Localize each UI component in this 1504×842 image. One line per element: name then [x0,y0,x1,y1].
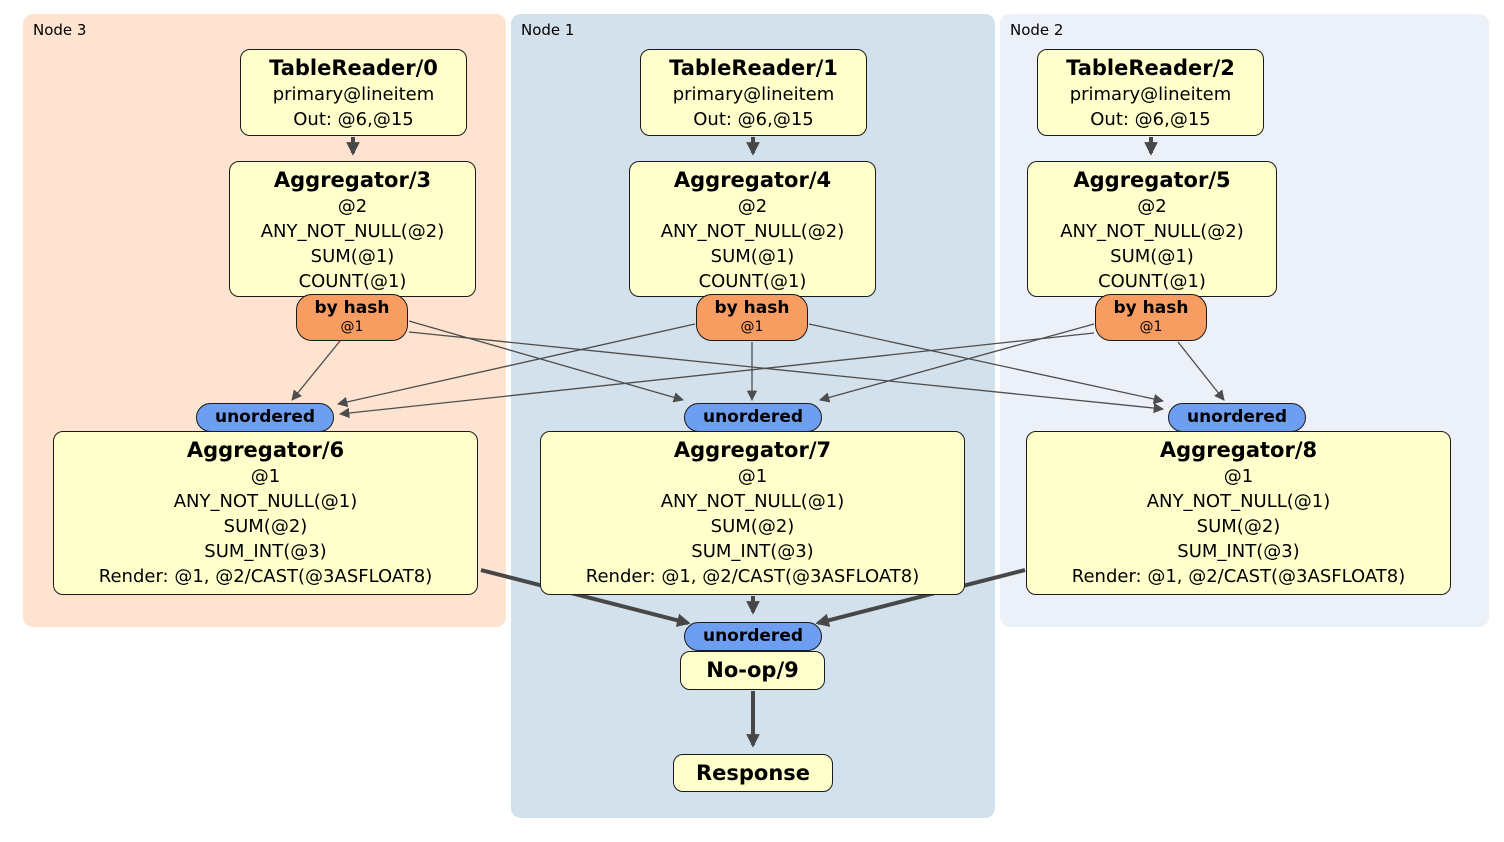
processor-detail: ANY_NOT_NULL(@2) [660,221,845,242]
processor-detail: Out: @6,@15 [293,109,414,130]
processor-title: Aggregator/3 [273,168,432,192]
processor-detail: COUNT(@1) [1098,271,1206,292]
processor-tablereader-2: TableReader/2 primary@lineitem Out: @6,@… [1037,49,1264,136]
processor-aggregator-3: Aggregator/3 @2 ANY_NOT_NULL(@2) SUM(@1)… [229,161,476,297]
processor-detail: @2 [737,196,768,217]
node-panel-1-label: Node 1 [521,21,575,39]
unordered-sync-6: unordered [196,403,334,432]
router-detail: @1 [740,319,764,335]
hash-router-5: by hash @1 [1095,294,1207,341]
processor-detail: Out: @6,@15 [693,109,814,130]
processor-detail: @1 [737,466,768,487]
processor-detail: COUNT(@1) [698,271,807,292]
processor-detail: Render: @1, @2/CAST(@3ASFLOAT8) [98,566,433,587]
router-label: by hash [1113,298,1189,318]
processor-aggregator-4: Aggregator/4 @2 ANY_NOT_NULL(@2) SUM(@1)… [629,161,876,297]
processor-title: Aggregator/7 [673,438,832,462]
processor-detail: SUM_INT(@3) [204,541,327,562]
processor-title: TableReader/2 [1066,56,1235,80]
processor-title: No-op/9 [706,658,799,682]
processor-detail: primary@lineitem [272,84,435,105]
router-label: by hash [314,298,390,318]
processor-detail: ANY_NOT_NULL(@1) [660,491,845,512]
processor-detail: Out: @6,@15 [1090,109,1211,130]
node-panel-2-label: Node 2 [1010,21,1064,39]
processor-title: Response [695,760,811,785]
processor-detail: SUM(@2) [223,516,308,537]
processor-detail: primary@lineitem [1069,84,1232,105]
processor-detail: Render: @1, @2/CAST(@3ASFLOAT8) [1071,566,1406,587]
processor-detail: @2 [1137,196,1167,217]
unordered-sync-7: unordered [684,403,822,432]
processor-detail: ANY_NOT_NULL(@1) [1146,491,1331,512]
processor-detail: SUM_INT(@3) [1177,541,1300,562]
processor-detail: @2 [337,196,368,217]
processor-detail: SUM(@1) [1110,246,1194,267]
hash-router-4: by hash @1 [696,294,808,341]
processor-aggregator-8: Aggregator/8 @1 ANY_NOT_NULL(@1) SUM(@2)… [1026,431,1451,595]
router-label: by hash [714,298,790,318]
processor-tablereader-0: TableReader/0 primary@lineitem Out: @6,@… [240,49,467,136]
router-detail: @1 [1139,319,1163,335]
processor-detail: @1 [250,466,281,487]
response-box: Response [673,754,833,792]
processor-aggregator-7: Aggregator/7 @1 ANY_NOT_NULL(@1) SUM(@2)… [540,431,965,595]
processor-detail: primary@lineitem [672,84,835,105]
processor-detail: @1 [1223,466,1254,487]
processor-detail: SUM(@1) [310,246,395,267]
processor-detail: SUM_INT(@3) [691,541,814,562]
router-detail: @1 [340,319,364,335]
processor-detail: ANY_NOT_NULL(@1) [173,491,358,512]
processor-title: Aggregator/4 [673,168,832,192]
processor-detail: SUM(@2) [710,516,795,537]
unordered-sync-9: unordered [684,622,822,651]
processor-noop-9: No-op/9 [680,651,825,690]
processor-title: Aggregator/8 [1159,438,1318,462]
processor-title: Aggregator/6 [186,438,345,462]
processor-title: Aggregator/5 [1073,168,1231,192]
processor-title: TableReader/1 [669,56,838,80]
processor-detail: SUM(@2) [1196,516,1281,537]
unordered-sync-8: unordered [1168,403,1306,432]
processor-detail: COUNT(@1) [298,271,407,292]
processor-aggregator-5: Aggregator/5 @2 ANY_NOT_NULL(@2) SUM(@1)… [1027,161,1277,297]
processor-aggregator-6: Aggregator/6 @1 ANY_NOT_NULL(@1) SUM(@2)… [53,431,478,595]
hash-router-3: by hash @1 [296,294,408,341]
processor-tablereader-1: TableReader/1 primary@lineitem Out: @6,@… [640,49,867,136]
processor-detail: ANY_NOT_NULL(@2) [1060,221,1244,242]
processor-detail: SUM(@1) [710,246,795,267]
node-panel-3-label: Node 3 [33,21,87,39]
processor-detail: ANY_NOT_NULL(@2) [260,221,445,242]
processor-title: TableReader/0 [269,56,438,80]
processor-detail: Render: @1, @2/CAST(@3ASFLOAT8) [585,566,920,587]
